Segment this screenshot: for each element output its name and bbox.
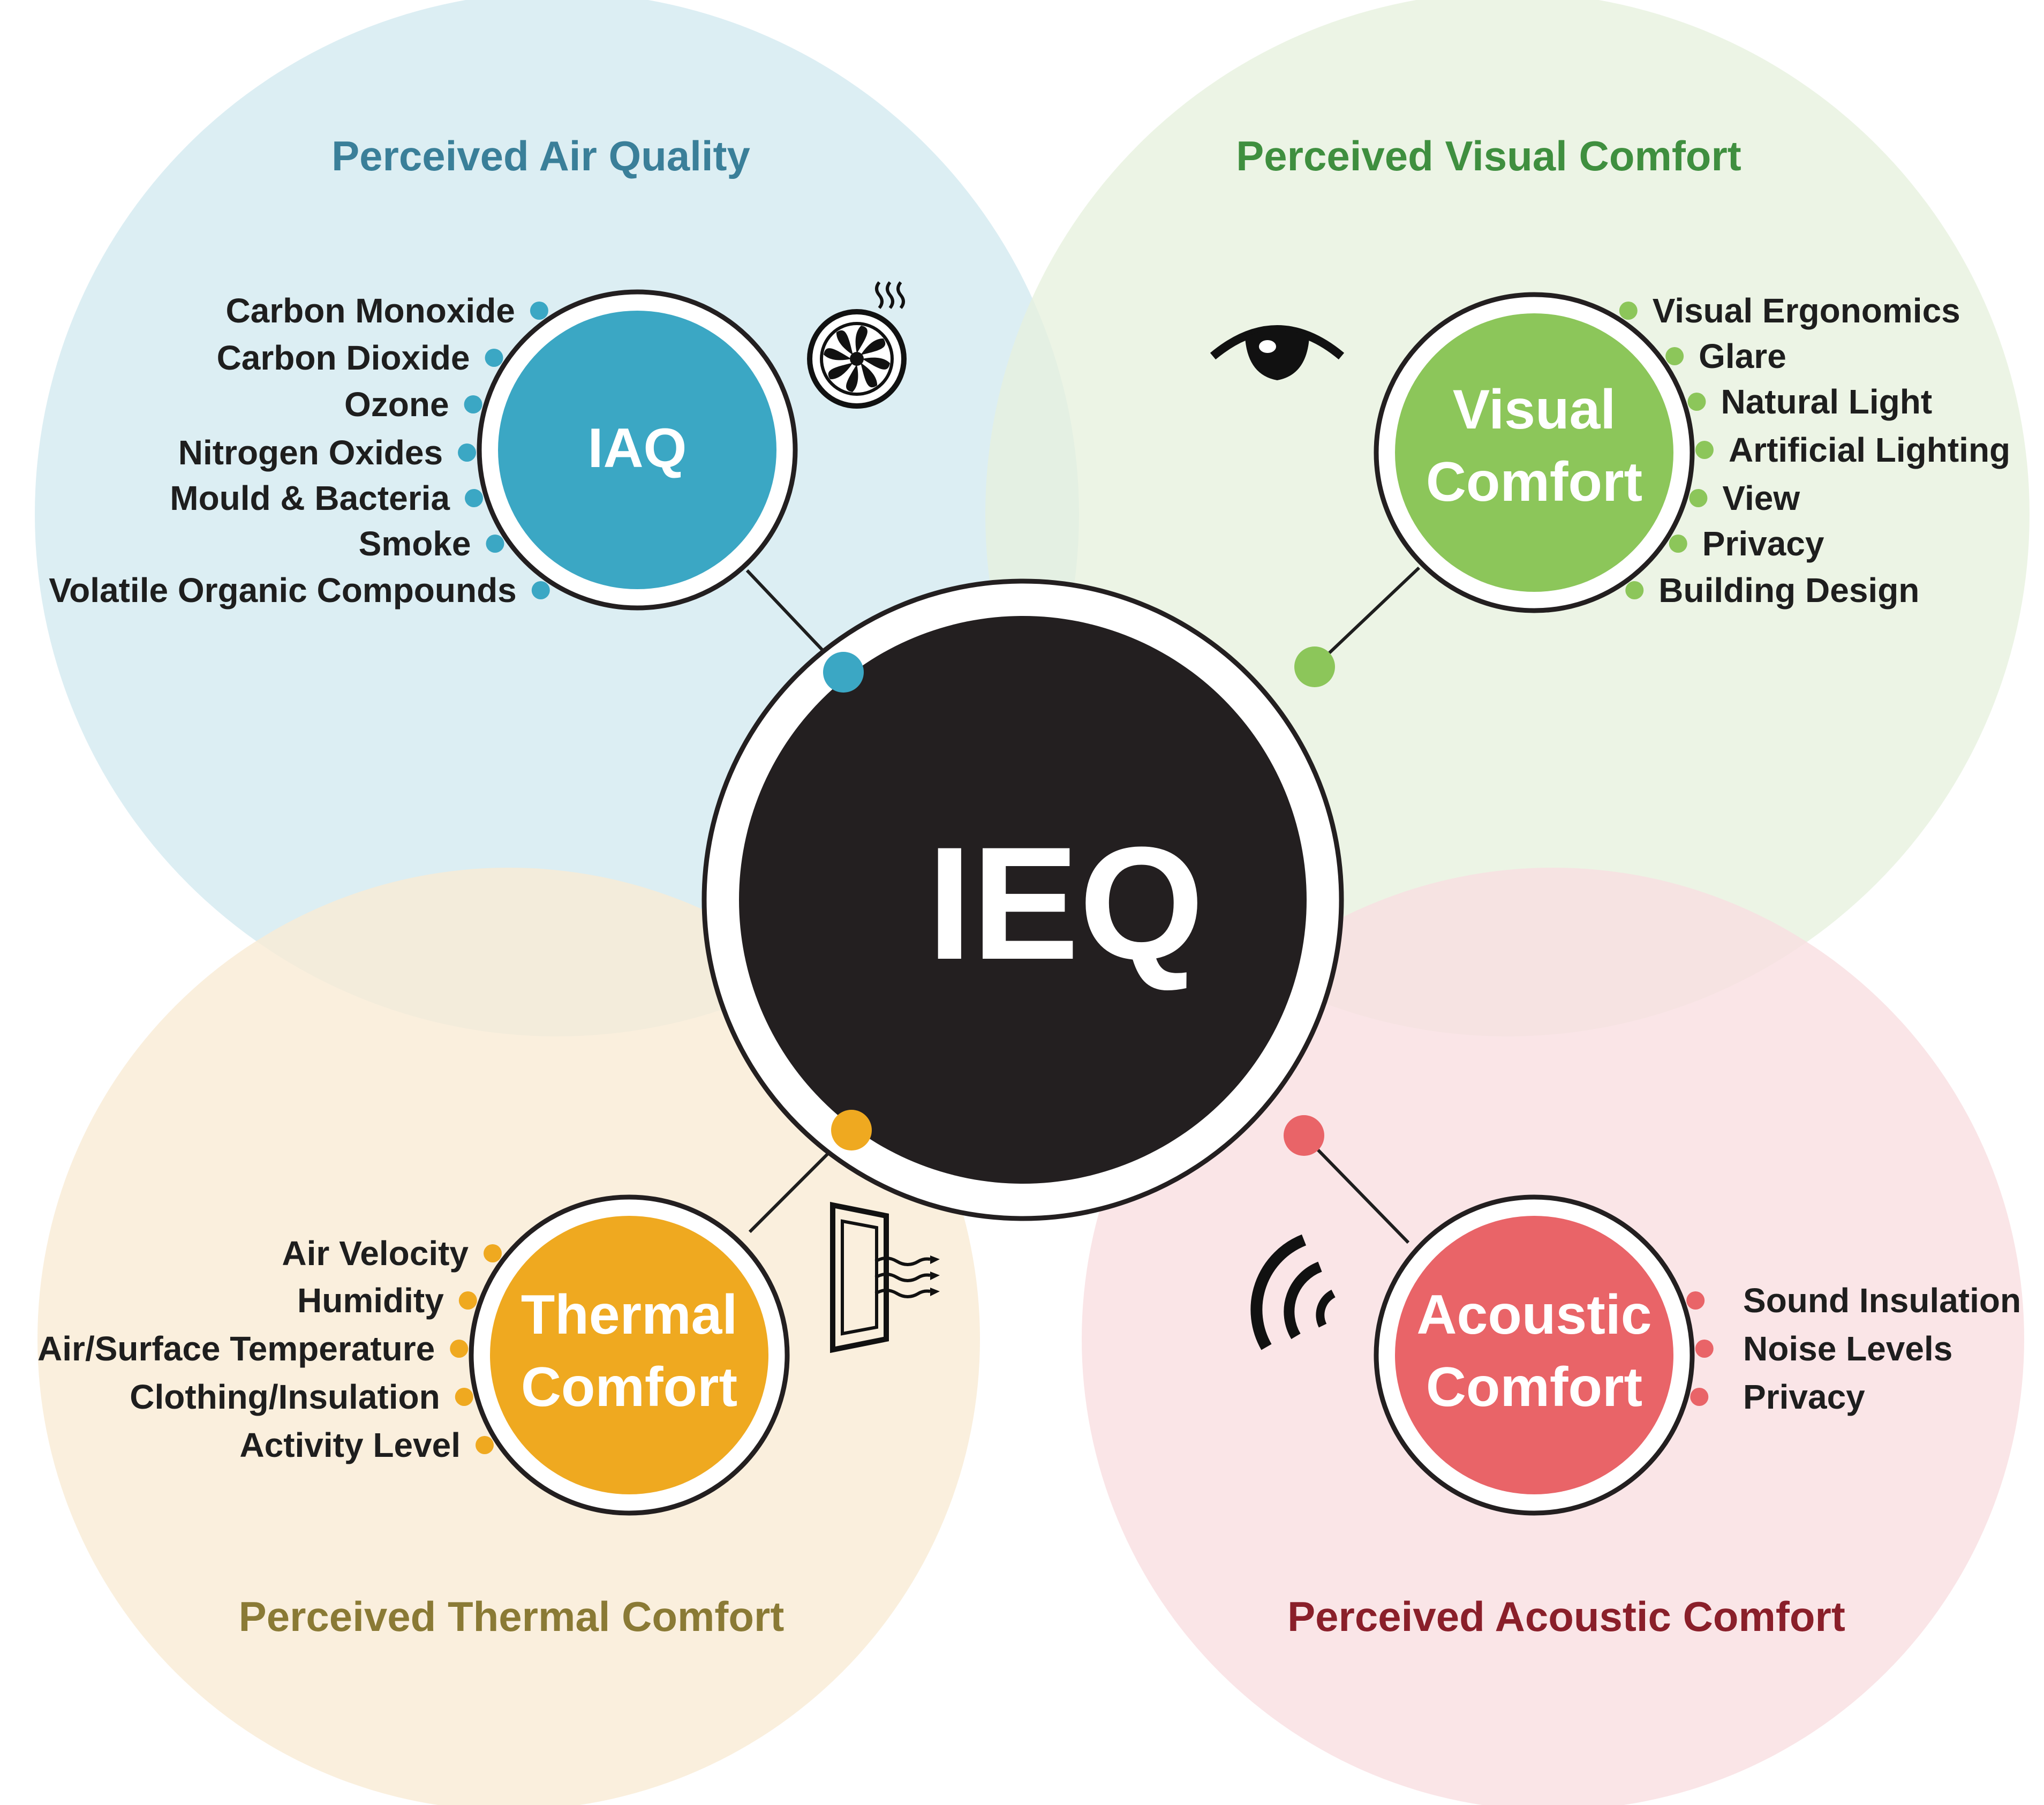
thermal-node-label-line-1: Thermal (521, 1284, 738, 1346)
thermal-factor-label: Air Velocity (282, 1234, 469, 1273)
visual-factor-label: Visual Ergonomics (1653, 291, 1960, 330)
iaq-factor-dot (485, 349, 503, 367)
iaq-factor-dot (465, 489, 484, 507)
visual-factor-dot (1695, 441, 1714, 459)
thermal-node-label-line-2: Comfort (521, 1356, 737, 1418)
visual-factor-dot (1689, 489, 1708, 507)
iaq-factor-dot (464, 395, 482, 413)
iaq-factor-dot (486, 535, 504, 553)
thermal-node: Thermal Comfort (469, 1194, 790, 1516)
visual-factor-dot (1669, 535, 1687, 553)
iaq-factor-label: Volatile Organic Compounds (49, 571, 517, 610)
sound-waves-icon (1250, 1234, 1336, 1350)
thermal-connector-dot (831, 1110, 872, 1150)
thermal-factor-dot (476, 1436, 494, 1454)
acoustic-node: Acoustic Comfort (1374, 1194, 1695, 1516)
acoustic-factor-dot (1695, 1340, 1714, 1358)
acoustic-factor-dot (1686, 1291, 1705, 1310)
thermal-factor-label: Clothing/Insulation (130, 1378, 440, 1416)
visual-title: Perceived Visual Comfort (1236, 132, 1741, 179)
thermal-factor-label: Activity Level (239, 1426, 461, 1464)
visual-factor-label: Glare (1699, 337, 1786, 375)
ieq-center-label: IEQ (927, 813, 1204, 993)
heat-radiator-icon (830, 1201, 940, 1353)
iaq-factor-label: Mould & Bacteria (170, 479, 450, 517)
iaq-node-label-line-1: IAQ (588, 417, 687, 479)
thermal-factor-dot (484, 1244, 502, 1262)
eye-icon (1210, 325, 1345, 380)
visual-factor-dot (1687, 393, 1706, 411)
thermal-title: Perceived Thermal Comfort (239, 1593, 785, 1640)
visual-connector-line (1313, 566, 1421, 668)
iaq-factor-dot (531, 581, 550, 599)
iaq-factor-label: Ozone (344, 385, 449, 424)
visual-factor-label: Natural Light (1721, 382, 1932, 421)
visual-factor-label: Privacy (1702, 524, 1824, 563)
fan-icon (807, 281, 907, 409)
iaq-factor-label: Carbon Dioxide (217, 339, 470, 377)
thermal-factor-dot (455, 1388, 473, 1406)
visual-factor-dot (1665, 347, 1684, 365)
ieq-center-circle (739, 616, 1307, 1184)
acoustic-factor-label: Privacy (1743, 1378, 1865, 1416)
iaq-factor-label: Smoke (359, 524, 471, 563)
visual-factor-label: View (1722, 479, 1800, 517)
acoustic-title: Perceived Acoustic Comfort (1287, 1593, 1845, 1640)
thermal-factor-dot (450, 1340, 469, 1358)
thermal-factor-dot (458, 1291, 477, 1310)
iaq-factor-dot (530, 302, 548, 320)
iaq-node: IAQ (477, 289, 798, 611)
iaq-title: Perceived Air Quality (331, 132, 750, 179)
visual-factor-label: Artificial Lighting (1729, 431, 2010, 469)
visual-node: Visual Comfort (1374, 292, 1695, 613)
acoustic-factor-label: Noise Levels (1743, 1329, 1952, 1368)
iaq-factor-dot (458, 443, 477, 462)
acoustic-connector-dot (1284, 1115, 1324, 1156)
acoustic-factor-label: Sound Insulation (1743, 1281, 2021, 1320)
acoustic-factor-dot (1690, 1388, 1709, 1406)
acoustic-connector-line (1302, 1134, 1410, 1244)
iaq-factor-label: Carbon Monoxide (225, 291, 515, 330)
visual-factor-dot (1619, 302, 1638, 320)
visual-factor-dot (1625, 581, 1644, 599)
acoustic-node-label-line-2: Comfort (1426, 1356, 1642, 1418)
acoustic-node-label-line-1: Acoustic (1416, 1284, 1651, 1346)
thermal-factor-label: Humidity (297, 1281, 444, 1320)
visual-node-label-line-1: Visual (1453, 379, 1616, 441)
visual-node-label-line-2: Comfort (1426, 451, 1642, 513)
iaq-factor-label: Nitrogen Oxides (178, 433, 443, 472)
visual-connector-dot (1294, 646, 1335, 687)
thermal-factor-label: Air/Surface Temperature (37, 1329, 435, 1368)
iaq-connector-dot (823, 652, 864, 693)
visual-factor-label: Building Design (1658, 571, 1919, 610)
